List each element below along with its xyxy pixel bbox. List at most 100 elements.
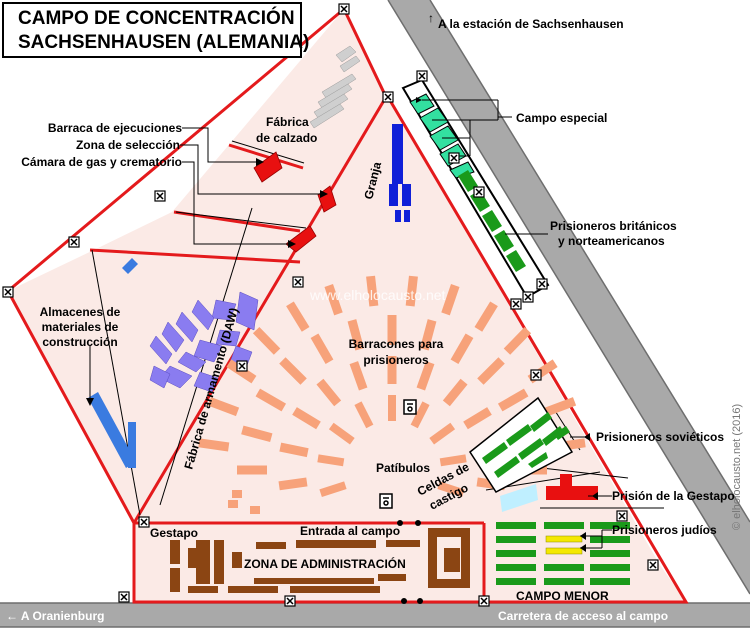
barrack xyxy=(429,422,456,445)
barrack xyxy=(388,395,396,421)
label-zona-administracion: ZONA DE ADMINISTRACIÓN xyxy=(244,556,406,571)
barrack xyxy=(544,522,584,529)
barrack xyxy=(310,333,334,365)
barrack xyxy=(241,425,273,443)
admin-building xyxy=(444,548,460,572)
admin-building xyxy=(188,586,218,593)
admin-building xyxy=(228,586,278,593)
barrack xyxy=(279,442,309,458)
label-prision-gestapo: Prisión de la Gestapo xyxy=(612,489,735,503)
watchtower-icon xyxy=(522,291,534,303)
label-almacenes-2: materiales de xyxy=(42,320,119,334)
camara-gas xyxy=(285,225,317,253)
barrack xyxy=(544,397,577,417)
administration-buildings xyxy=(170,528,470,593)
misc-buildings xyxy=(500,474,598,512)
admin-building xyxy=(196,540,210,584)
label-almacenes-1: Almacenes de xyxy=(40,305,121,319)
barrack xyxy=(496,522,536,529)
admin-building xyxy=(378,574,406,581)
label-camara-gas: Cámara de gas y crematorio xyxy=(21,155,182,169)
barrack xyxy=(437,481,465,498)
admin-building xyxy=(296,540,376,548)
gallows-icon xyxy=(379,493,393,509)
watchtower-icon xyxy=(416,70,428,82)
barrack xyxy=(324,284,343,316)
watchtower-icon xyxy=(536,278,548,290)
watchtower-icon xyxy=(478,595,490,607)
barrack xyxy=(405,275,418,307)
barrack xyxy=(496,550,536,557)
watchtower-icon xyxy=(284,595,296,607)
label-prisioneros-britanicos-2: y norteamericanos xyxy=(558,234,665,248)
barrack xyxy=(237,465,267,475)
road-arrow-up: ↑ xyxy=(428,11,434,25)
watchtower-icon xyxy=(138,516,150,528)
admin-building xyxy=(214,540,224,584)
admin-building xyxy=(188,548,198,568)
barrack xyxy=(349,361,368,391)
industrial-yard xyxy=(8,9,386,523)
barrack xyxy=(366,275,379,307)
label-entrada-campo: Entrada al campo xyxy=(300,524,400,538)
road-label-station: A la estación de Sachsenhausen xyxy=(438,17,624,31)
label-barraca-ejecuciones: Barraca de ejecuciones xyxy=(48,121,182,135)
title-line-2: SACHSENHAUSEN (ALEMANIA) xyxy=(18,32,310,53)
barrack xyxy=(387,315,397,345)
watchtower-icon xyxy=(473,186,485,198)
barrack xyxy=(503,327,532,355)
barrack xyxy=(590,564,630,571)
barraca-ejecuciones xyxy=(253,151,283,183)
soviet-prisoners-buildings xyxy=(468,396,574,493)
admin-building xyxy=(256,542,286,549)
prisoner-barracks xyxy=(198,275,586,514)
small-camp-buildings xyxy=(496,522,630,585)
label-fabrica-calzado-2: de calzado xyxy=(256,131,317,145)
road-label-access: Carretera de acceso al campo xyxy=(498,609,668,623)
watchtowers xyxy=(2,3,659,607)
label-patibulos: Patíbulos xyxy=(376,461,430,475)
admin-building xyxy=(290,586,380,593)
barrack xyxy=(497,388,529,412)
barrack xyxy=(544,578,584,585)
watermark-side: © elholocausto.net (2016) xyxy=(731,404,743,530)
barrack xyxy=(590,578,630,585)
watchtower-icon xyxy=(68,236,80,248)
barrack xyxy=(387,356,397,384)
barrack xyxy=(252,327,281,355)
watchtower-icon xyxy=(530,369,542,381)
barrack xyxy=(439,454,467,467)
farm-buildings xyxy=(389,124,411,222)
label-prisioneros-judios: Prisioneros judíos xyxy=(612,523,717,537)
barrack xyxy=(496,536,536,543)
barrack xyxy=(198,438,230,452)
barrack xyxy=(590,522,630,529)
warehouse-buildings xyxy=(88,258,138,468)
admin-building xyxy=(461,528,470,588)
barrack xyxy=(319,481,347,498)
barrack xyxy=(416,361,435,391)
barrack xyxy=(419,319,437,351)
watchtower-icon xyxy=(236,360,248,372)
watermark-center: www.elholocausto.net xyxy=(309,287,446,303)
gallows-icon xyxy=(403,399,417,415)
barrack xyxy=(207,397,240,417)
watchtower-icon xyxy=(292,276,304,288)
arrowheads xyxy=(86,97,598,552)
barrack xyxy=(317,454,345,467)
barrack xyxy=(286,301,310,332)
barrack xyxy=(279,357,307,385)
admin-building xyxy=(428,579,470,588)
watchtower-icon xyxy=(154,190,166,202)
barrack xyxy=(328,422,355,445)
watchtower-icon xyxy=(510,298,522,310)
barrack xyxy=(590,536,630,543)
barrack xyxy=(474,301,498,332)
admin-building xyxy=(170,540,180,564)
watchtower-icon xyxy=(616,510,628,522)
watchtower-icon xyxy=(647,559,659,571)
barrack xyxy=(450,333,474,365)
barrack xyxy=(496,564,536,571)
barrack xyxy=(354,401,374,429)
